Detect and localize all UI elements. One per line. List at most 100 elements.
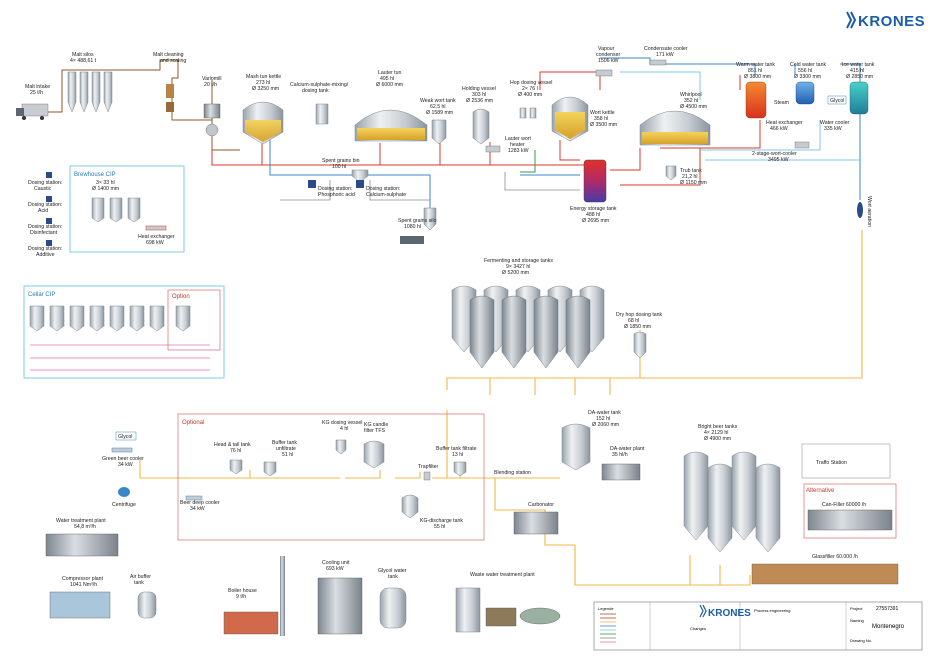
cellar-cip-tank	[89, 305, 105, 332]
cellar-cip-tank	[29, 305, 45, 332]
bright-beer-tank	[755, 463, 781, 553]
krones-logo: KRONES	[846, 11, 925, 30]
svg-text:Brewhouse CIP: Brewhouse CIP	[74, 172, 116, 178]
svg-text:Cellar CIP: Cellar CIP	[28, 292, 55, 298]
title-block: Legende KRONES Process engineering Chang…	[593, 601, 923, 651]
cellar-cip-tank	[175, 305, 191, 332]
svg-text:KRONES: KRONES	[708, 608, 751, 619]
svg-text:Option: Option	[172, 294, 190, 300]
fermenting-tank	[533, 295, 559, 369]
svg-text:Dosing station:Acid: Dosing station:Acid	[28, 202, 62, 214]
svg-text:Blending station: Blending station	[494, 470, 531, 476]
svg-text:Glycol: Glycol	[830, 98, 844, 104]
svg-text:Calcium-sulphate-mixing/dosing: Calcium-sulphate-mixing/dosing tank	[290, 82, 349, 94]
cellar-cip-tank	[129, 305, 145, 332]
dosing-stations-brew: Dosing station:Phosphoric acid Dosing st…	[308, 180, 406, 198]
project-name: Montenegro	[872, 624, 905, 630]
svg-text:Dosing station:Caustic: Dosing station:Caustic	[28, 180, 62, 192]
cellar-cip-tank	[149, 305, 165, 332]
svg-text:Centrifuge: Centrifuge	[112, 502, 136, 508]
cellar-cip-tank	[109, 305, 125, 332]
krones-logo-icon	[846, 11, 857, 29]
svg-text:Alternative: Alternative	[806, 488, 835, 494]
svg-text:Carbonator: Carbonator	[528, 502, 554, 508]
svg-text:Drawing No.: Drawing No.	[850, 638, 872, 643]
waste-water-plant: Waste water treatment plant	[455, 572, 561, 633]
svg-text:Wort aeration: Wort aeration	[866, 196, 872, 227]
cellar-cip: Cellar CIP Option	[23, 285, 225, 379]
svg-text:Dosing station:Calcium-sulphat: Dosing station:Calcium-sulphate	[366, 186, 406, 198]
project-number: 27557391	[876, 606, 898, 612]
carbonator: Carbonator	[513, 502, 559, 535]
svg-text:Can-Filler 60000 /h: Can-Filler 60000 /h	[822, 502, 866, 508]
fermenting-tank	[501, 295, 527, 369]
cip-dosing-stations: Dosing station:Caustic Dosing station:Ac…	[28, 172, 62, 258]
svg-text:Process engineering: Process engineering	[754, 608, 790, 613]
alternative-section: Alternative Can-Filler 60000 /h	[803, 483, 897, 539]
svg-text:Dosing station:Disinfectant: Dosing station:Disinfectant	[28, 224, 62, 236]
fermenting-tank	[469, 295, 495, 369]
svg-text:Changes: Changes	[690, 626, 706, 631]
svg-text:Waste water treatment plant: Waste water treatment plant	[470, 572, 535, 578]
svg-text:Glycol: Glycol	[118, 434, 132, 440]
svg-text:Dosing station:Phosphoric acid: Dosing station:Phosphoric acid	[318, 186, 355, 198]
svg-text:Glassfiller 60.000 /h: Glassfiller 60.000 /h	[812, 554, 858, 560]
traffo-station: Traffo Station	[801, 443, 891, 479]
